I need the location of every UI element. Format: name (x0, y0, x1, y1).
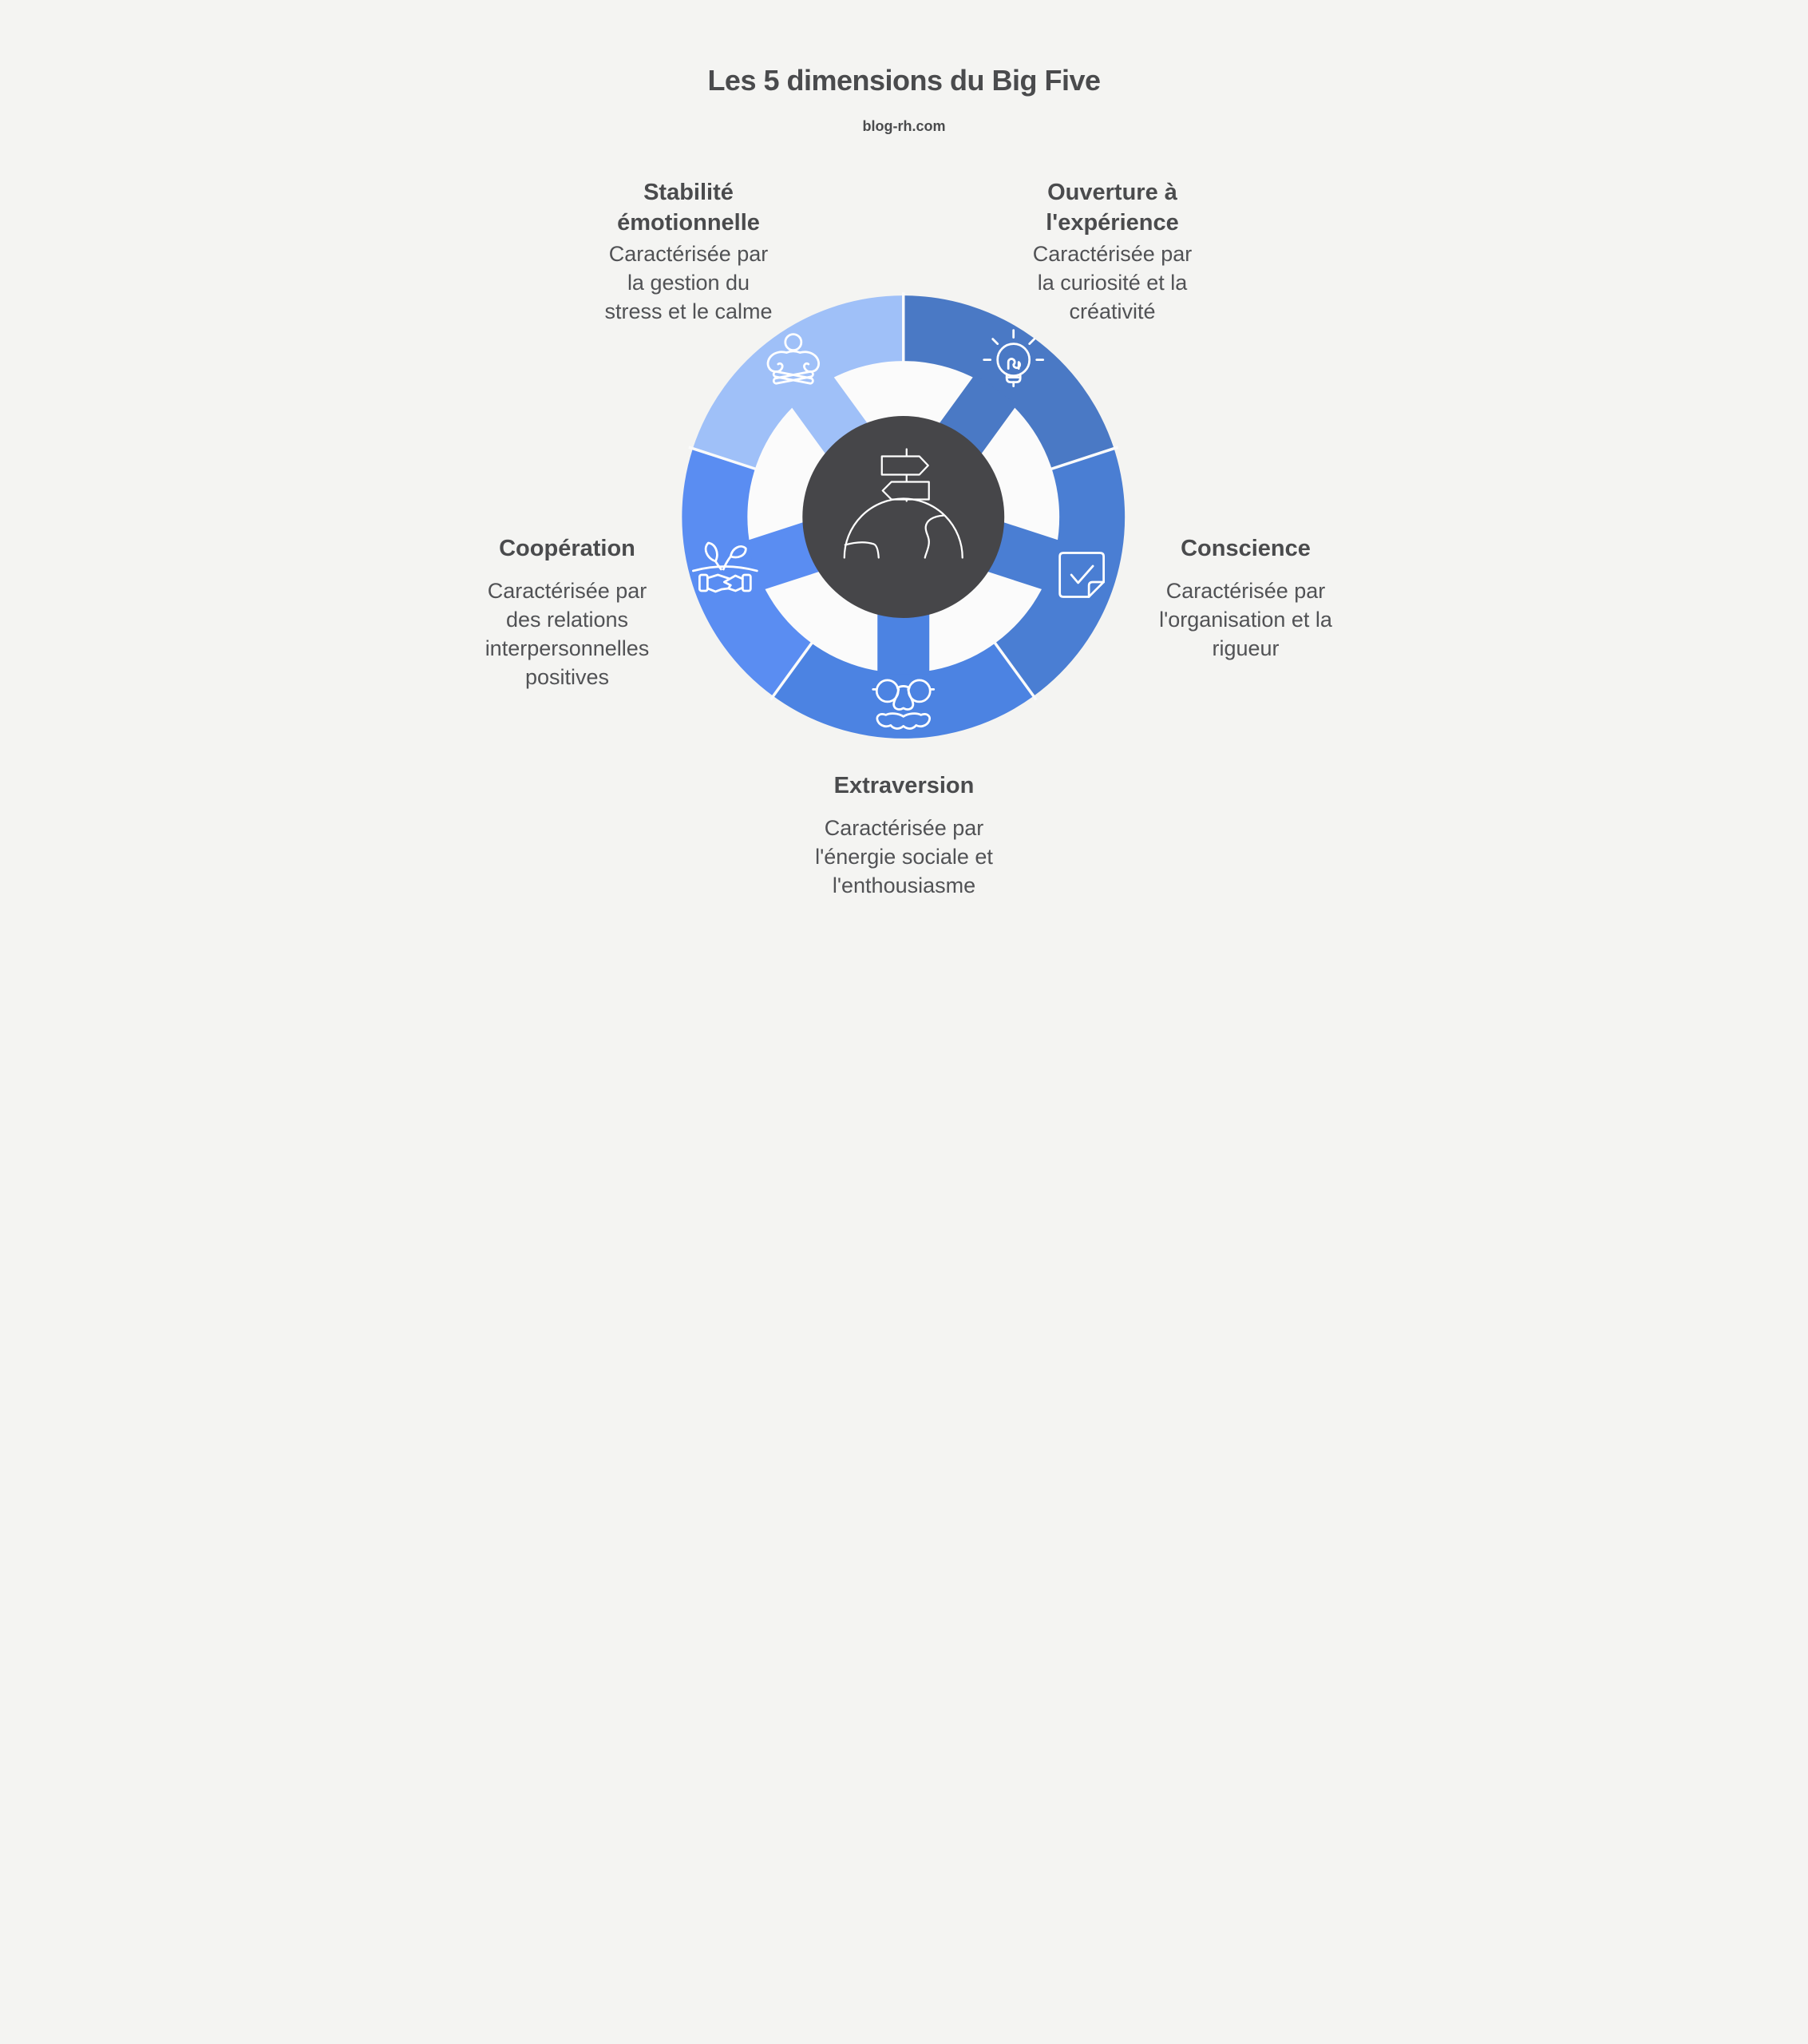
infographic-canvas: Les 5 dimensions du Big Five blog-rh.com (452, 0, 1356, 1022)
label-cooperation: Coopération Caractérisée par des relatio… (460, 533, 675, 691)
dimension-title: Ouverture à l'expérience (1046, 180, 1179, 236)
disguise-glasses-icon (871, 679, 935, 730)
dimension-description: Caractérisée par l'organisation et la ri… (1159, 579, 1332, 660)
dimension-description: Caractérisée par l'énergie sociale et l'… (815, 816, 993, 897)
segment-stabilite (692, 295, 904, 469)
label-conscience: Conscience Caractérisée par l'organisati… (1137, 533, 1355, 663)
page-title: Les 5 dimensions du Big Five (707, 64, 1101, 97)
dimension-title: Coopération (499, 536, 635, 561)
segment-cooperation (681, 448, 813, 696)
big-five-wheel (681, 292, 1125, 739)
signpost-globe-icon (843, 448, 963, 559)
lightbulb-icon (982, 329, 1044, 387)
dimension-description: Caractérisée par la gestion du stress et… (604, 242, 773, 323)
dimension-title: Extraversion (833, 773, 975, 798)
label-stabilite: Stabilité émotionnelle Caractérisée par … (585, 177, 793, 326)
label-extraversion: Extraversion Caractérisée par l'énergie … (789, 770, 1020, 900)
handshake-plant-icon (691, 541, 758, 593)
dimension-title: Conscience (1181, 536, 1311, 561)
segment-extraversion (773, 641, 1034, 739)
segment-dividers (687, 292, 1118, 701)
dimension-title: Stabilité émotionnelle (617, 180, 760, 236)
dimension-description: Caractérisée par la curiosité et la créa… (1032, 242, 1193, 323)
checkmark-note-icon (1058, 552, 1105, 598)
label-ouverture: Ouverture à l'expérience Caractérisée pa… (1009, 177, 1217, 326)
site-name: blog-rh.com (862, 118, 946, 134)
dimension-description: Caractérisée par des relations interpers… (485, 579, 650, 689)
center-hub (801, 416, 1004, 618)
meditation-icon (766, 333, 820, 385)
